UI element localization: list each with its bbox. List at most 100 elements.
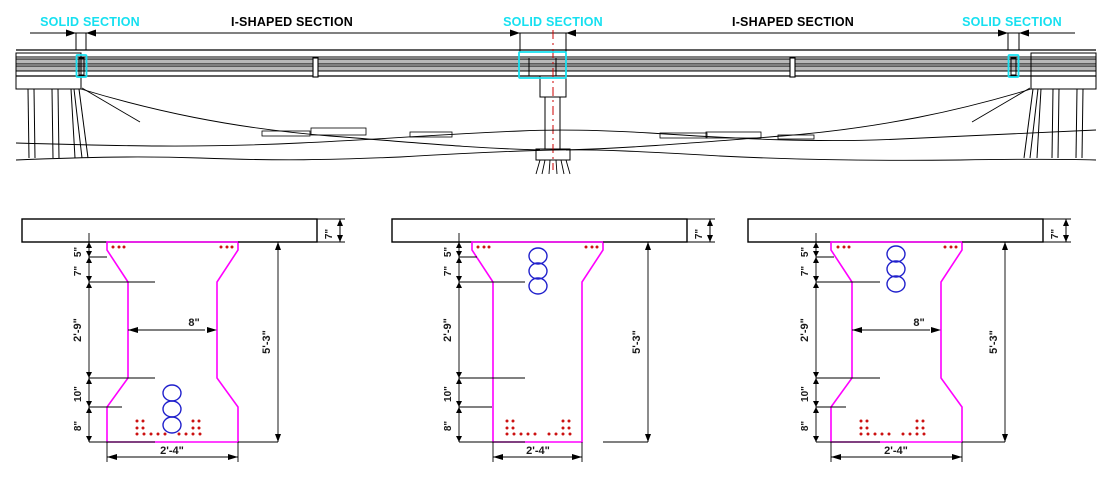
dim-web-width: 8" [188,317,199,329]
arrow-head [107,454,117,460]
strand [922,432,926,436]
strand [915,419,919,423]
dim-overall-depth: 5'-3" [261,330,273,354]
ground-detail [705,131,762,139]
arrow-head [645,434,651,442]
strand [887,432,891,436]
strand [156,432,160,436]
arrow-head [707,235,713,242]
dim-bottom-flange: 8" [800,421,811,432]
strand [954,245,958,249]
arrow-head [456,401,462,407]
strand [198,432,202,436]
dim-top-flange: 5" [443,247,454,258]
abutment-pile [27,88,30,159]
strand [949,245,953,249]
strand [865,419,869,423]
arrow-head [813,276,819,282]
dim-bottom-width: 2'-4" [160,445,184,457]
strand [117,245,121,249]
strand [595,245,599,249]
strand [859,426,863,430]
pier-pile [548,159,551,175]
label-solid-section-left: SOLID SECTION [40,15,140,29]
label-i-shaped-section-left: I-SHAPED SECTION [231,15,353,29]
leader-line-left [81,87,141,123]
duct [886,275,906,293]
arrow-head [337,219,343,226]
strand [197,426,201,430]
arrow-head [86,378,92,384]
dim-top-flange: 5" [73,247,84,258]
dim-web-height: 2'-9" [72,318,84,342]
arrow-head [86,251,92,257]
dim-web-width: 8" [913,317,924,329]
bottom-width-dimension [830,442,963,462]
arrow-head [952,454,962,460]
overall-depth-dimension [962,241,1006,443]
segment-joint [312,57,319,78]
strand [901,432,905,436]
strand [568,432,572,436]
pier-pile [560,159,565,175]
top-flange-strands [476,245,599,249]
dim-taper-upper: 7" [73,266,84,277]
strand [135,432,139,436]
strand [943,245,947,249]
leader-line-right [971,87,1031,123]
arrow-head [456,372,462,378]
strand [476,245,480,249]
strand [590,245,594,249]
arrow-head [1002,434,1008,442]
abutment-batter-pile [78,88,89,159]
duct [528,262,548,280]
arrow-head [86,401,92,407]
segment-joints [312,57,796,78]
arrow-head [86,29,96,37]
arrow-head [456,407,462,413]
arrow-head [813,282,819,288]
dim-bottom-flange: 8" [73,421,84,432]
abutment-pile [1075,88,1078,159]
pier-pile [565,159,571,175]
strand [482,245,486,249]
section-right: 7" [747,218,1071,462]
arrow-head [456,282,462,288]
solid-block-right [1010,57,1017,76]
strand [908,432,912,436]
strand [135,419,139,423]
strand [561,426,565,430]
strand [487,245,491,249]
arrow-head [813,407,819,413]
arrow-head [86,436,92,442]
elevation-dimension-lines [30,32,1075,52]
arrow-head [813,372,819,378]
arrow-head [813,242,819,248]
vertical-dim-arrows [456,242,462,442]
strand [880,432,884,436]
strand [847,245,851,249]
highlight-box-right [1007,54,1020,78]
strand [141,419,145,423]
arrow-head [456,251,462,257]
arrow-head [493,454,503,460]
strand [219,245,223,249]
dim-taper-lower: 10" [800,386,811,402]
arrow-head [86,372,92,378]
arrow-head [66,29,76,37]
strand [567,419,571,423]
abutment-pile [33,88,36,159]
strand [122,245,126,249]
strand [142,432,146,436]
bottom-flange-strands [505,419,572,436]
pier-piles [535,159,571,175]
dim-taper-upper: 7" [443,266,454,277]
arrow-head [207,327,217,333]
abutment-pile [1057,88,1060,159]
elevation-view: SOLID SECTION I-SHAPED SECTION SOLID SEC… [15,15,1097,175]
arrow-head [852,327,862,333]
pt-ducts [528,247,548,295]
strand [561,432,565,436]
bottom-flange-strands [135,419,202,436]
pier-pile [541,159,546,175]
